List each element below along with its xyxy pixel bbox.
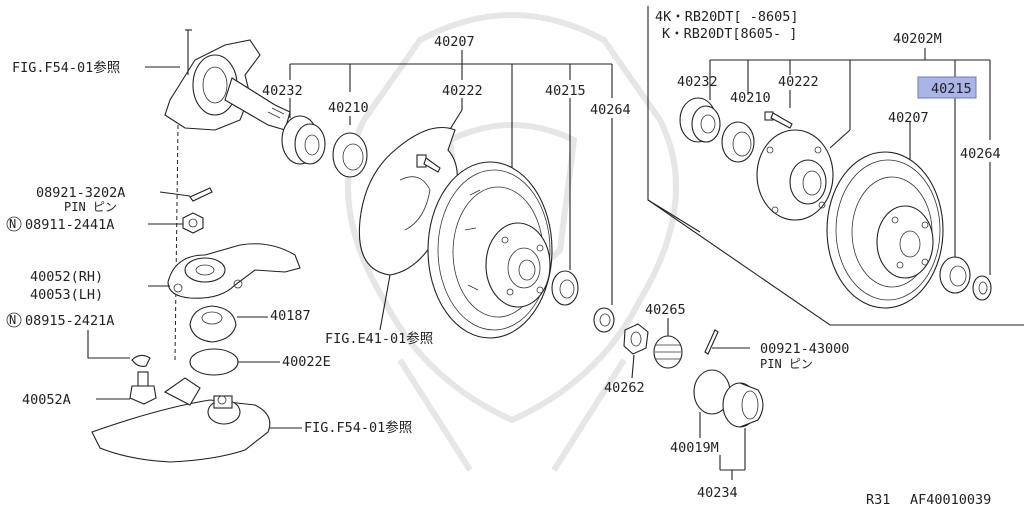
circle-n-1 — [6, 216, 22, 232]
label-40019m[interactable]: 40019M — [670, 440, 719, 456]
label-pin-2[interactable]: PIN ピン — [760, 357, 813, 371]
grease-cap-leaders — [699, 412, 746, 480]
main-washer-40264 — [593, 307, 615, 333]
inset-bearing-40215 — [939, 256, 971, 294]
label-40210[interactable]: 40210 — [328, 100, 369, 116]
leader-08915 — [87, 330, 130, 359]
label-40022e[interactable]: 40022E — [282, 354, 331, 370]
label-40052a[interactable]: 40052A — [22, 392, 71, 408]
main-nut-40262 — [623, 323, 649, 355]
main-leaders — [289, 50, 613, 305]
main-rotor-40207 — [427, 161, 553, 339]
inset-box — [647, 6, 1024, 326]
footer-model: R31 — [866, 492, 890, 508]
leader-40262 — [631, 354, 635, 379]
label-40052-rh[interactable]: 40052(RH) — [30, 269, 103, 285]
inset-header-line1: 4K・RB20DT[ -8605] — [655, 9, 799, 25]
inset-bearing-40210 — [721, 121, 755, 163]
label-fig-e41[interactable]: FIG.E41-01参照 — [325, 330, 433, 347]
label-08921[interactable]: 08921-3202A — [36, 185, 125, 201]
label-40207[interactable]: 40207 — [434, 34, 475, 50]
dashed-axis-left — [174, 124, 179, 361]
main-cotter-pin — [704, 329, 750, 355]
main-seal-40232 — [281, 115, 326, 165]
boot-40187 — [189, 305, 237, 343]
main-grease-cap — [722, 382, 764, 428]
knuckle-arm-40052 — [167, 243, 301, 299]
label-40215[interactable]: 40215 — [545, 83, 586, 99]
label-40222[interactable]: 40222 — [442, 83, 483, 99]
label-fig-f54-bottom[interactable]: FIG.F54-01参照 — [304, 419, 412, 436]
inset-rotor-40207 — [826, 151, 944, 309]
label-08915[interactable]: 08915-2421A — [25, 313, 114, 329]
label-00921[interactable]: 00921-43000 — [760, 341, 849, 357]
inset-label-40210[interactable]: 40210 — [730, 90, 771, 106]
pin-08921 — [189, 187, 213, 202]
label-40234[interactable]: 40234 — [697, 485, 738, 501]
nut-08911 — [182, 212, 204, 234]
main-cap-40265 — [653, 335, 683, 369]
plate-40022e — [189, 348, 239, 376]
main-bearing-40215 — [551, 270, 579, 306]
lower-arm — [91, 377, 271, 463]
label-pin-1[interactable]: PIN ピン — [64, 200, 117, 214]
label-08911[interactable]: 08911-2441A — [25, 217, 114, 233]
circle-n-1-text: N — [9, 217, 16, 231]
inset-assembly-label: 40202M — [893, 31, 942, 47]
highlighted-part-label[interactable]: 40215 — [931, 81, 972, 97]
label-40187[interactable]: 40187 — [270, 308, 311, 324]
footer-code: AF40010039 — [910, 492, 991, 508]
inset-hub-flange — [756, 129, 834, 221]
inset-washer-40264 — [972, 275, 992, 301]
inset-header-line2: K・RB20DT[8605- ] — [662, 26, 797, 42]
label-fig-f54-top[interactable]: FIG.F54-01参照 — [12, 59, 120, 76]
label-40232[interactable]: 40232 — [262, 83, 303, 99]
inset-bolt-40222 — [764, 111, 793, 129]
steering-knuckle — [164, 29, 291, 131]
inset-label-40264[interactable]: 40264 — [960, 146, 1001, 162]
inset-label-40207[interactable]: 40207 — [888, 110, 929, 126]
inset-seal-40232 — [679, 97, 721, 143]
label-40053-lh[interactable]: 40053(LH) — [30, 287, 103, 303]
circle-n-2-text: N — [9, 313, 16, 327]
main-bolt-40222 — [416, 154, 441, 173]
nut-08915 — [131, 354, 151, 367]
main-bearing-40210 — [332, 132, 368, 178]
inset-label-40232[interactable]: 40232 — [677, 74, 718, 90]
label-40262[interactable]: 40262 — [604, 380, 645, 396]
inset-label-40222[interactable]: 40222 — [778, 74, 819, 90]
stud-40052a — [129, 371, 157, 405]
circle-n-2 — [6, 312, 22, 328]
leader-08921 — [159, 191, 191, 197]
label-40265[interactable]: 40265 — [645, 302, 686, 318]
highlight-box[interactable] — [917, 76, 977, 99]
label-40264[interactable]: 40264 — [590, 102, 631, 118]
